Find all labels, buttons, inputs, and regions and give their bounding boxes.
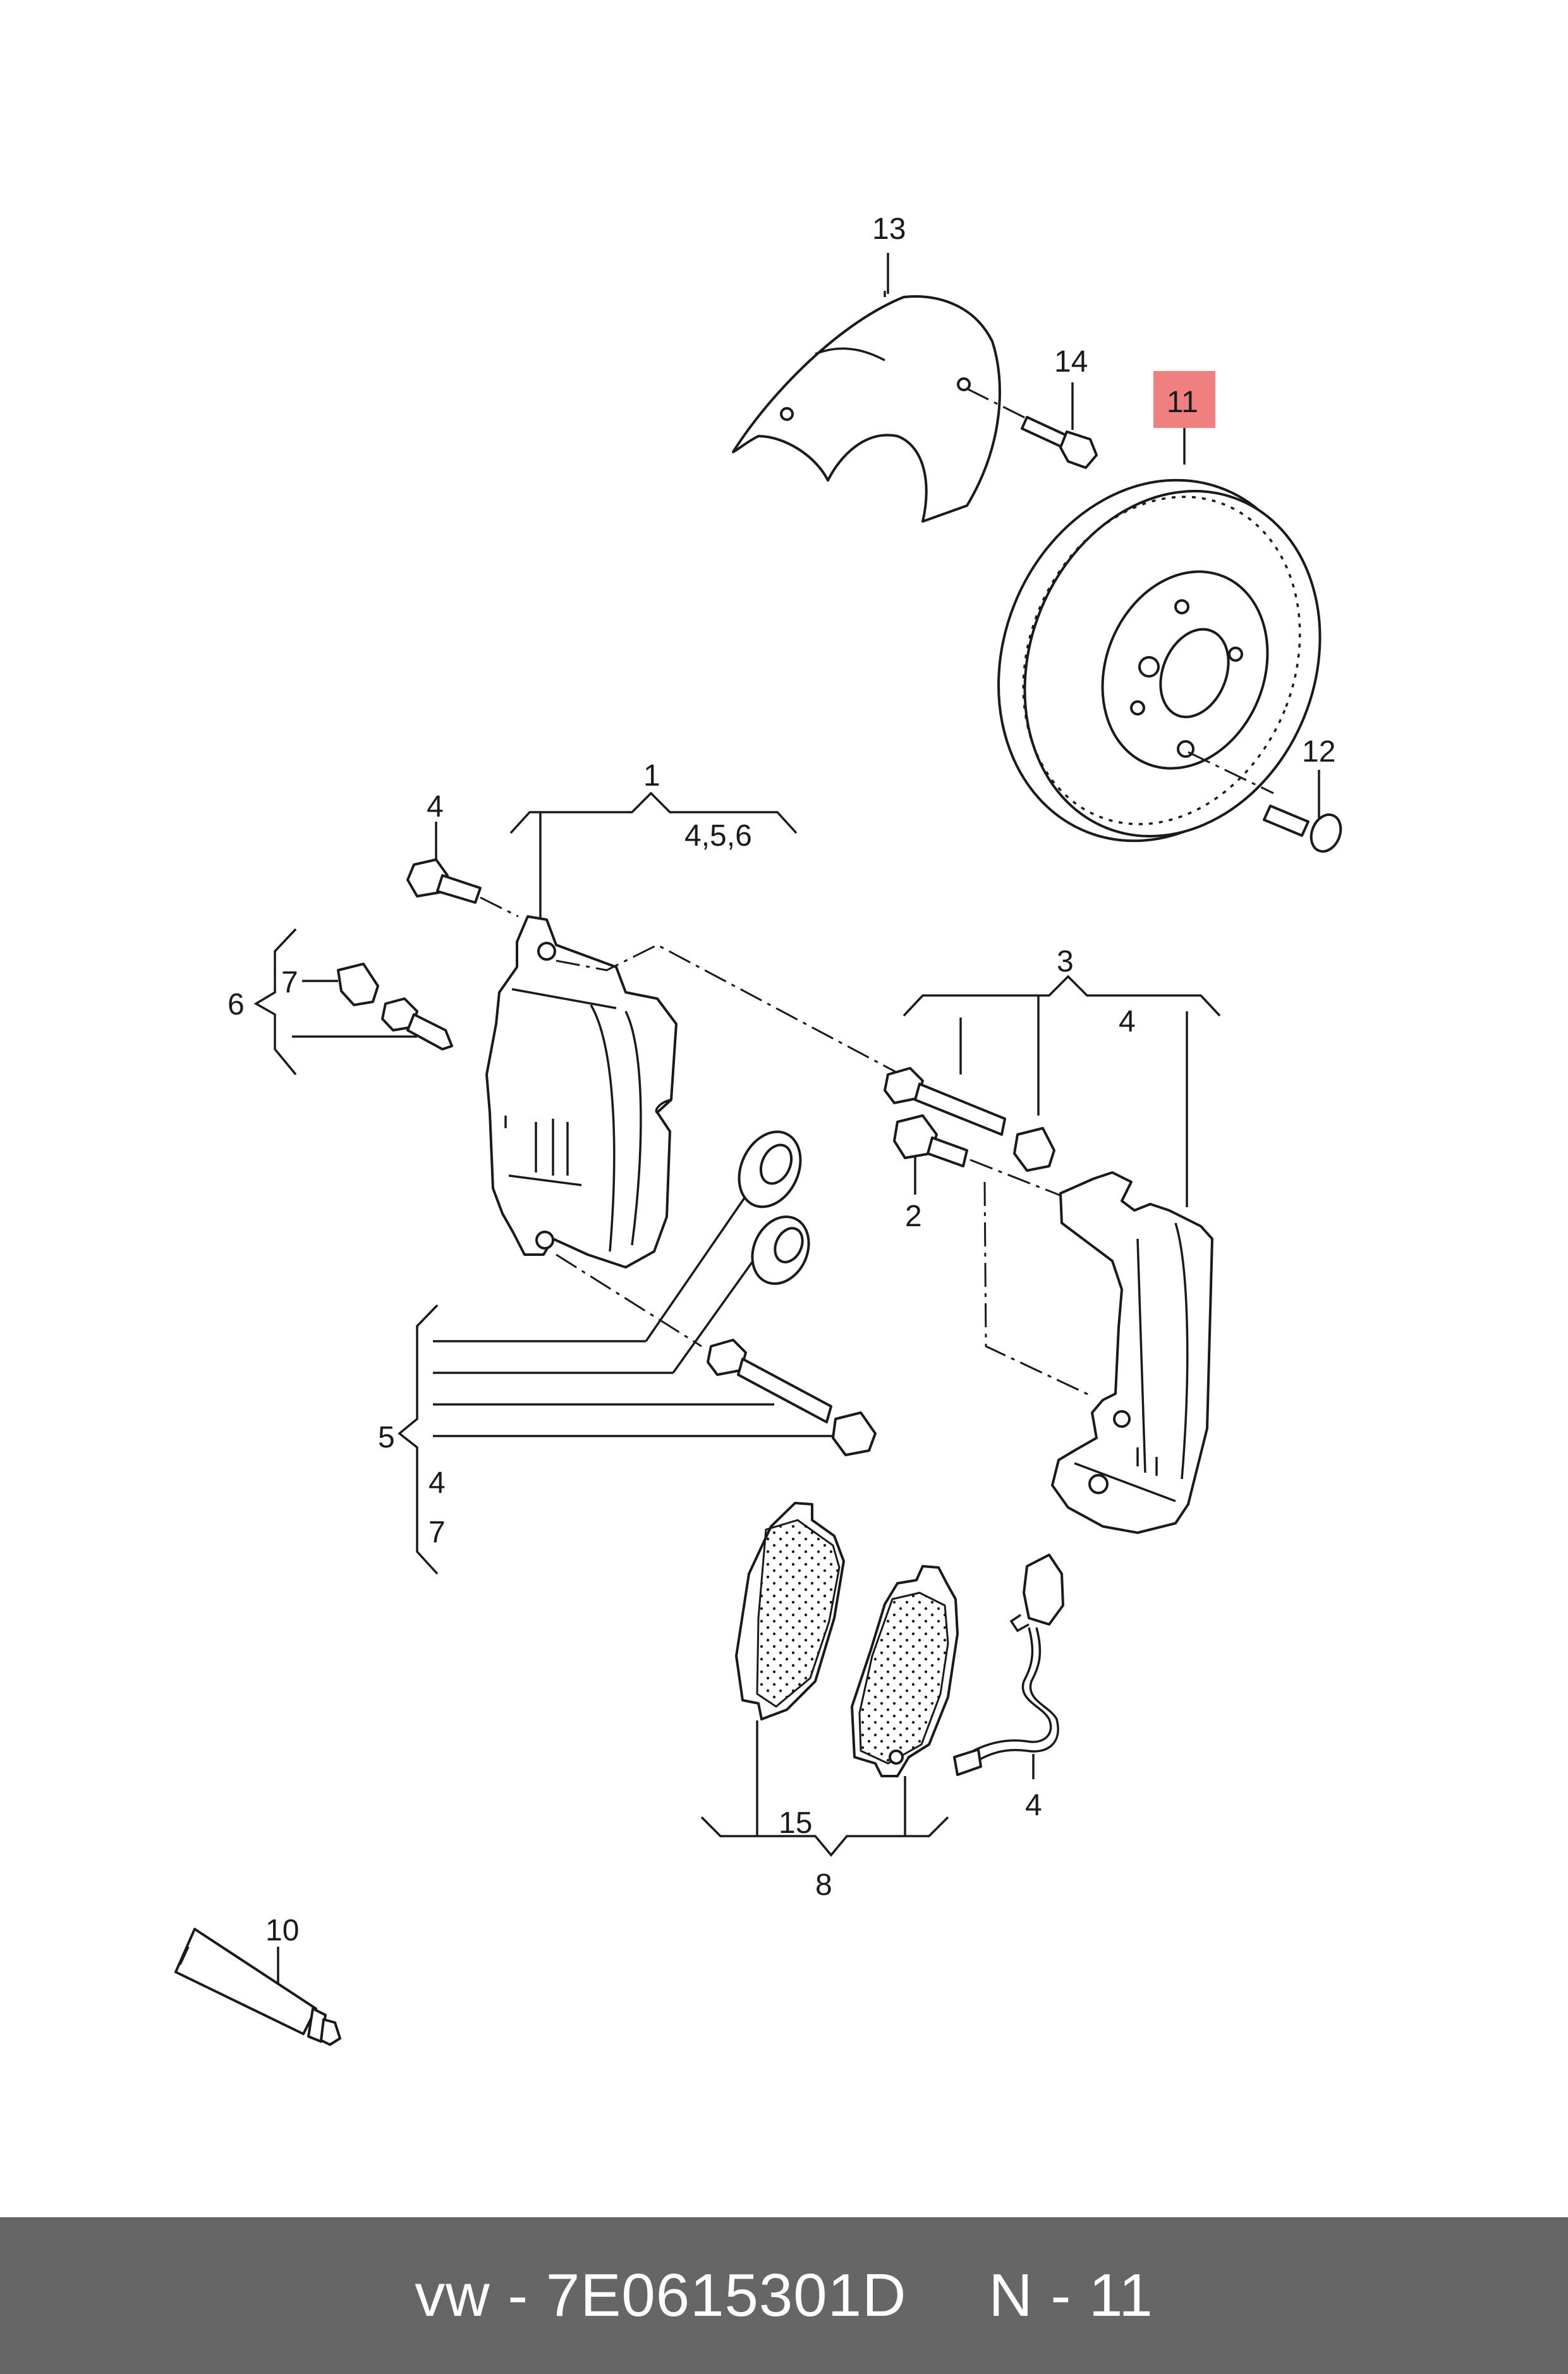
callout-13: 13 [872,212,906,246]
caliper-bolt-part [406,858,519,918]
part-info-footer: vw - 7E0615301D N - 11 [0,2217,1568,2374]
brace-5 [398,1304,439,1575]
callout-8: 4 [1025,1789,1042,1822]
callout-15: 10 [265,1914,299,1947]
callout-7a: 7 [281,966,298,999]
callout-4d: 15 [779,1806,812,1840]
callout-12: 12 [1302,735,1335,769]
callout-5: 5 [378,1421,395,1454]
kit-sleeve-part [832,1411,877,1456]
caliper-housing-part [485,915,678,1269]
brake-pad-outer-part [851,1565,959,1777]
carrier-bolt-part [893,1114,1075,1202]
bracket-1 [509,791,798,834]
callout-2: 2 [905,1200,922,1233]
piston-boot-part [751,1215,810,1285]
guide-pin-part [884,1067,1006,1136]
callout-1: 1 [643,759,660,793]
bleed-valve-part [381,997,453,1050]
splash-shield-part [732,291,1001,523]
brace-6 [253,928,297,1076]
callout-10: 8 [815,1868,832,1902]
position-text: N - 11 [988,2261,1153,2329]
brake-assembly-diagram: 13 14 11 12 1 4,5,6 4 [174,212,1342,2046]
brake-carrier-part [1051,1171,1213,1534]
part-number-text: vw - 7E0615301D [415,2261,907,2329]
disc-screw-part [1188,751,1342,853]
callout-7b: 7 [428,1516,446,1549]
brake-pad-inner-part [735,1502,845,1720]
callout-1-sub: 4,5,6 [684,819,752,853]
callout-4a: 4 [427,790,444,824]
highlight-box-11 [1153,371,1215,428]
bracket-3 [903,975,1221,1017]
callout-11: 11 [1167,386,1198,419]
shield-bolt-part [966,387,1098,469]
guide-sleeve-part [1013,1127,1055,1172]
grease-tube-part [174,1928,341,2046]
bracket-10 [700,1816,949,1857]
callout-14: 14 [1054,345,1088,379]
callout-6: 6 [228,988,245,1021]
callout-4c: 4 [428,1466,446,1500]
bleed-cap-part [337,963,379,1006]
callout-3: 3 [1057,945,1074,978]
kit-guide-pin-part [707,1339,832,1423]
wear-sensor-part [953,1554,1064,1776]
piston-seal-part [738,1130,802,1208]
callout-4b: 4 [1119,1005,1136,1038]
brake-disc-part [997,478,1322,843]
assembly-line [556,944,901,1076]
